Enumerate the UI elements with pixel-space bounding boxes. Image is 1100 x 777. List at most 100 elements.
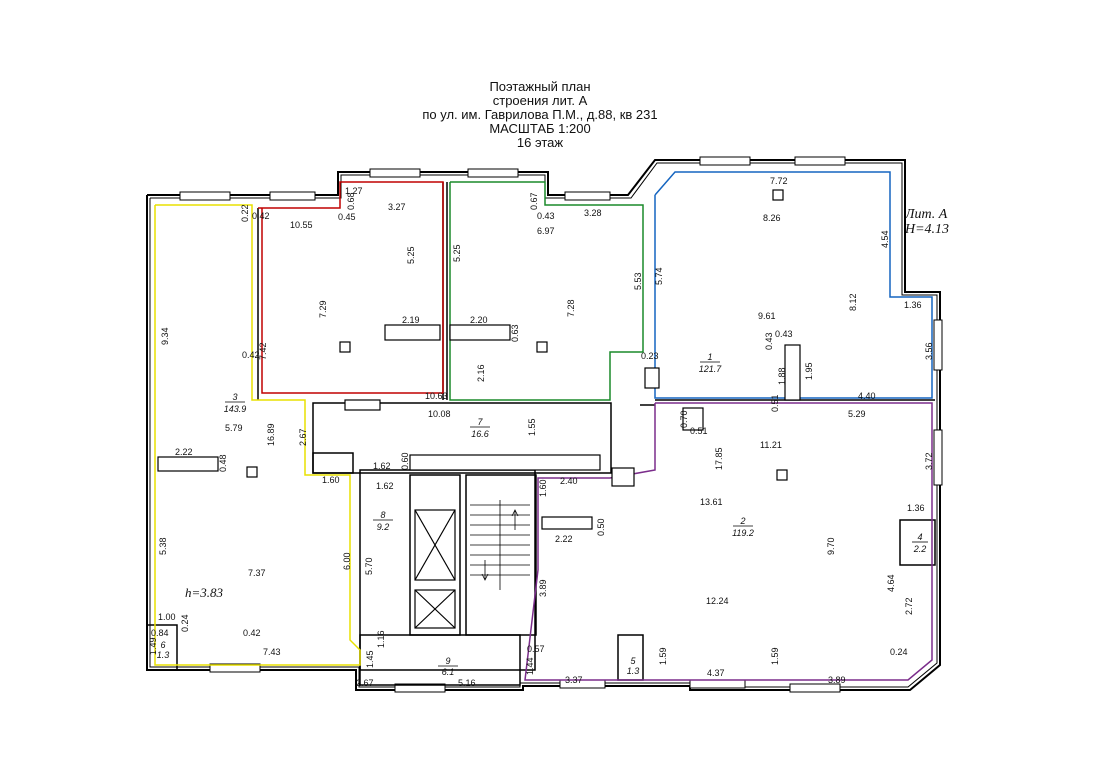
room-9-area: 6.1 bbox=[442, 667, 455, 677]
dim-label: 1.36 bbox=[907, 503, 925, 513]
dim-label: 0.50 bbox=[596, 518, 606, 536]
dim-label: 7.37 bbox=[248, 568, 266, 578]
room-5-number: 5 bbox=[630, 656, 636, 666]
dim-label: 5.53 bbox=[633, 272, 643, 290]
building-litera: Лит. А bbox=[905, 207, 948, 222]
room-outline-green bbox=[449, 181, 644, 401]
dim-label: 2.40 bbox=[560, 476, 578, 486]
dimension-labels: 1.27 3.27 0.45 10.55 0.42 2.19 2.20 0.43… bbox=[151, 176, 925, 688]
dim-label: 16.89 bbox=[266, 423, 276, 446]
dim-label: 2.16 bbox=[476, 364, 486, 382]
dim-label: 3.28 bbox=[584, 208, 602, 218]
dim-label: 5.16 bbox=[458, 678, 476, 688]
dim-label: 4.64 bbox=[886, 574, 896, 592]
dim-label: 0.24 bbox=[180, 614, 190, 632]
dim-label: 3.89 bbox=[828, 675, 846, 685]
title-line-2: строения лит. А bbox=[492, 93, 588, 108]
dim-label: 5.38 bbox=[158, 537, 168, 555]
dim-label: 10.55 bbox=[290, 220, 313, 230]
dim-label: 7.28 bbox=[566, 299, 576, 317]
dim-label: 1.49 bbox=[148, 637, 158, 655]
dim-label: 1.16 bbox=[376, 630, 386, 648]
building-label: Лит. А H=4.13 bbox=[905, 207, 949, 237]
dim-label: 13.61 bbox=[700, 497, 723, 507]
dim-label: 7.42 bbox=[258, 342, 268, 360]
dim-label: 1.44 bbox=[525, 657, 535, 675]
dim-label: 0.43 bbox=[537, 211, 555, 221]
stairwell bbox=[470, 500, 530, 590]
room-outline-blue bbox=[654, 171, 933, 399]
dim-label: 4.37 bbox=[707, 668, 725, 678]
room-labels: 1 121.7 2 119.2 3 143.9 4 2.2 5 1.3 6 1.… bbox=[157, 352, 928, 677]
dim-label: 7.29 bbox=[318, 300, 328, 318]
room-7-number: 7 bbox=[477, 417, 483, 427]
dim-label: 0.68 bbox=[346, 192, 356, 210]
dim-label: 0.42 bbox=[243, 628, 261, 638]
dim-label: 1.60 bbox=[538, 479, 548, 497]
room-7-area: 16.6 bbox=[471, 429, 489, 439]
room-5-area: 1.3 bbox=[627, 666, 640, 676]
room-4-number: 4 bbox=[917, 532, 922, 542]
dim-label: 0.43 bbox=[764, 332, 774, 350]
dim-label: 6.97 bbox=[537, 226, 555, 236]
dim-label: 0.48 bbox=[218, 454, 228, 472]
dim-label: 9.34 bbox=[160, 327, 170, 345]
dim-label: 1.60 bbox=[322, 475, 340, 485]
room-3-number: 3 bbox=[232, 392, 237, 402]
room-9-number: 9 bbox=[445, 656, 450, 666]
title-line-4: МАСШТАБ 1:200 bbox=[489, 121, 591, 136]
dim-label: 2.72 bbox=[904, 597, 914, 615]
plan-title-block: Поэтажный план строения лит. А по ул. им… bbox=[380, 80, 700, 150]
dim-label: 1.59 bbox=[658, 647, 668, 665]
dim-label: 5.79 bbox=[225, 423, 243, 433]
dim-label: 8.12 bbox=[848, 293, 858, 311]
dim-label: 1.36 bbox=[904, 300, 922, 310]
dim-label: 1.27 bbox=[345, 186, 363, 196]
dim-label: 0.70 bbox=[679, 410, 689, 428]
dim-label: 5.25 bbox=[452, 244, 462, 262]
dim-label: 0.67 bbox=[529, 192, 539, 210]
dim-label: 7.72 bbox=[770, 176, 788, 186]
dim-label: 5.74 bbox=[654, 267, 664, 285]
dim-label: 1.55 bbox=[527, 418, 537, 436]
room-1-area: 121.7 bbox=[699, 364, 723, 374]
dim-label: 0.45 bbox=[338, 212, 356, 222]
dim-label: 0.22 bbox=[240, 204, 250, 222]
dim-label: 0.51 bbox=[770, 394, 780, 412]
dim-label: 2.67 bbox=[298, 428, 308, 446]
dim-label: 3.37 bbox=[565, 675, 583, 685]
columns bbox=[157, 189, 801, 530]
title-line-3: по ул. им. Гаврилова П.М., д.88, кв 231 bbox=[422, 107, 658, 122]
room-6-area: 1.3 bbox=[157, 650, 170, 660]
dim-label: 2.22 bbox=[175, 447, 193, 457]
dim-label: 4.40 bbox=[858, 391, 876, 401]
dim-label: 1.00 bbox=[158, 612, 176, 622]
dim-label: 10.08 bbox=[428, 409, 451, 419]
building-height: H=4.13 bbox=[905, 222, 950, 237]
dim-label: 0.57 bbox=[527, 644, 545, 654]
windows bbox=[179, 156, 943, 693]
dim-label: 3.27 bbox=[388, 202, 406, 212]
dim-label: 2.22 bbox=[555, 534, 573, 544]
dim-label: 0.84 bbox=[151, 628, 169, 638]
room-8-number: 8 bbox=[380, 510, 385, 520]
ceiling-height-note: h=3.83 bbox=[185, 585, 224, 600]
dim-label: 0.60 bbox=[400, 452, 410, 470]
title-line-5: 16 этаж bbox=[516, 135, 564, 150]
dim-label: 0.51 bbox=[690, 426, 708, 436]
dim-label: 5.70 bbox=[364, 557, 374, 575]
dim-label: 3.89 bbox=[538, 579, 548, 597]
room-2-number: 2 bbox=[739, 516, 745, 526]
dim-label: 4.54 bbox=[880, 230, 890, 248]
room-4-area: 2.2 bbox=[913, 544, 927, 554]
dim-label: 2.20 bbox=[470, 315, 488, 325]
dim-label: 6.00 bbox=[342, 552, 352, 570]
dim-label: 11.21 bbox=[760, 440, 782, 450]
room-outline-purple bbox=[524, 402, 933, 681]
room-1-number: 1 bbox=[707, 352, 712, 362]
dim-label: 1.62 bbox=[376, 481, 394, 491]
dim-label: 0.23 bbox=[641, 351, 659, 361]
room-outline-yellow bbox=[154, 204, 361, 666]
dim-label: 0.42 bbox=[242, 350, 260, 360]
